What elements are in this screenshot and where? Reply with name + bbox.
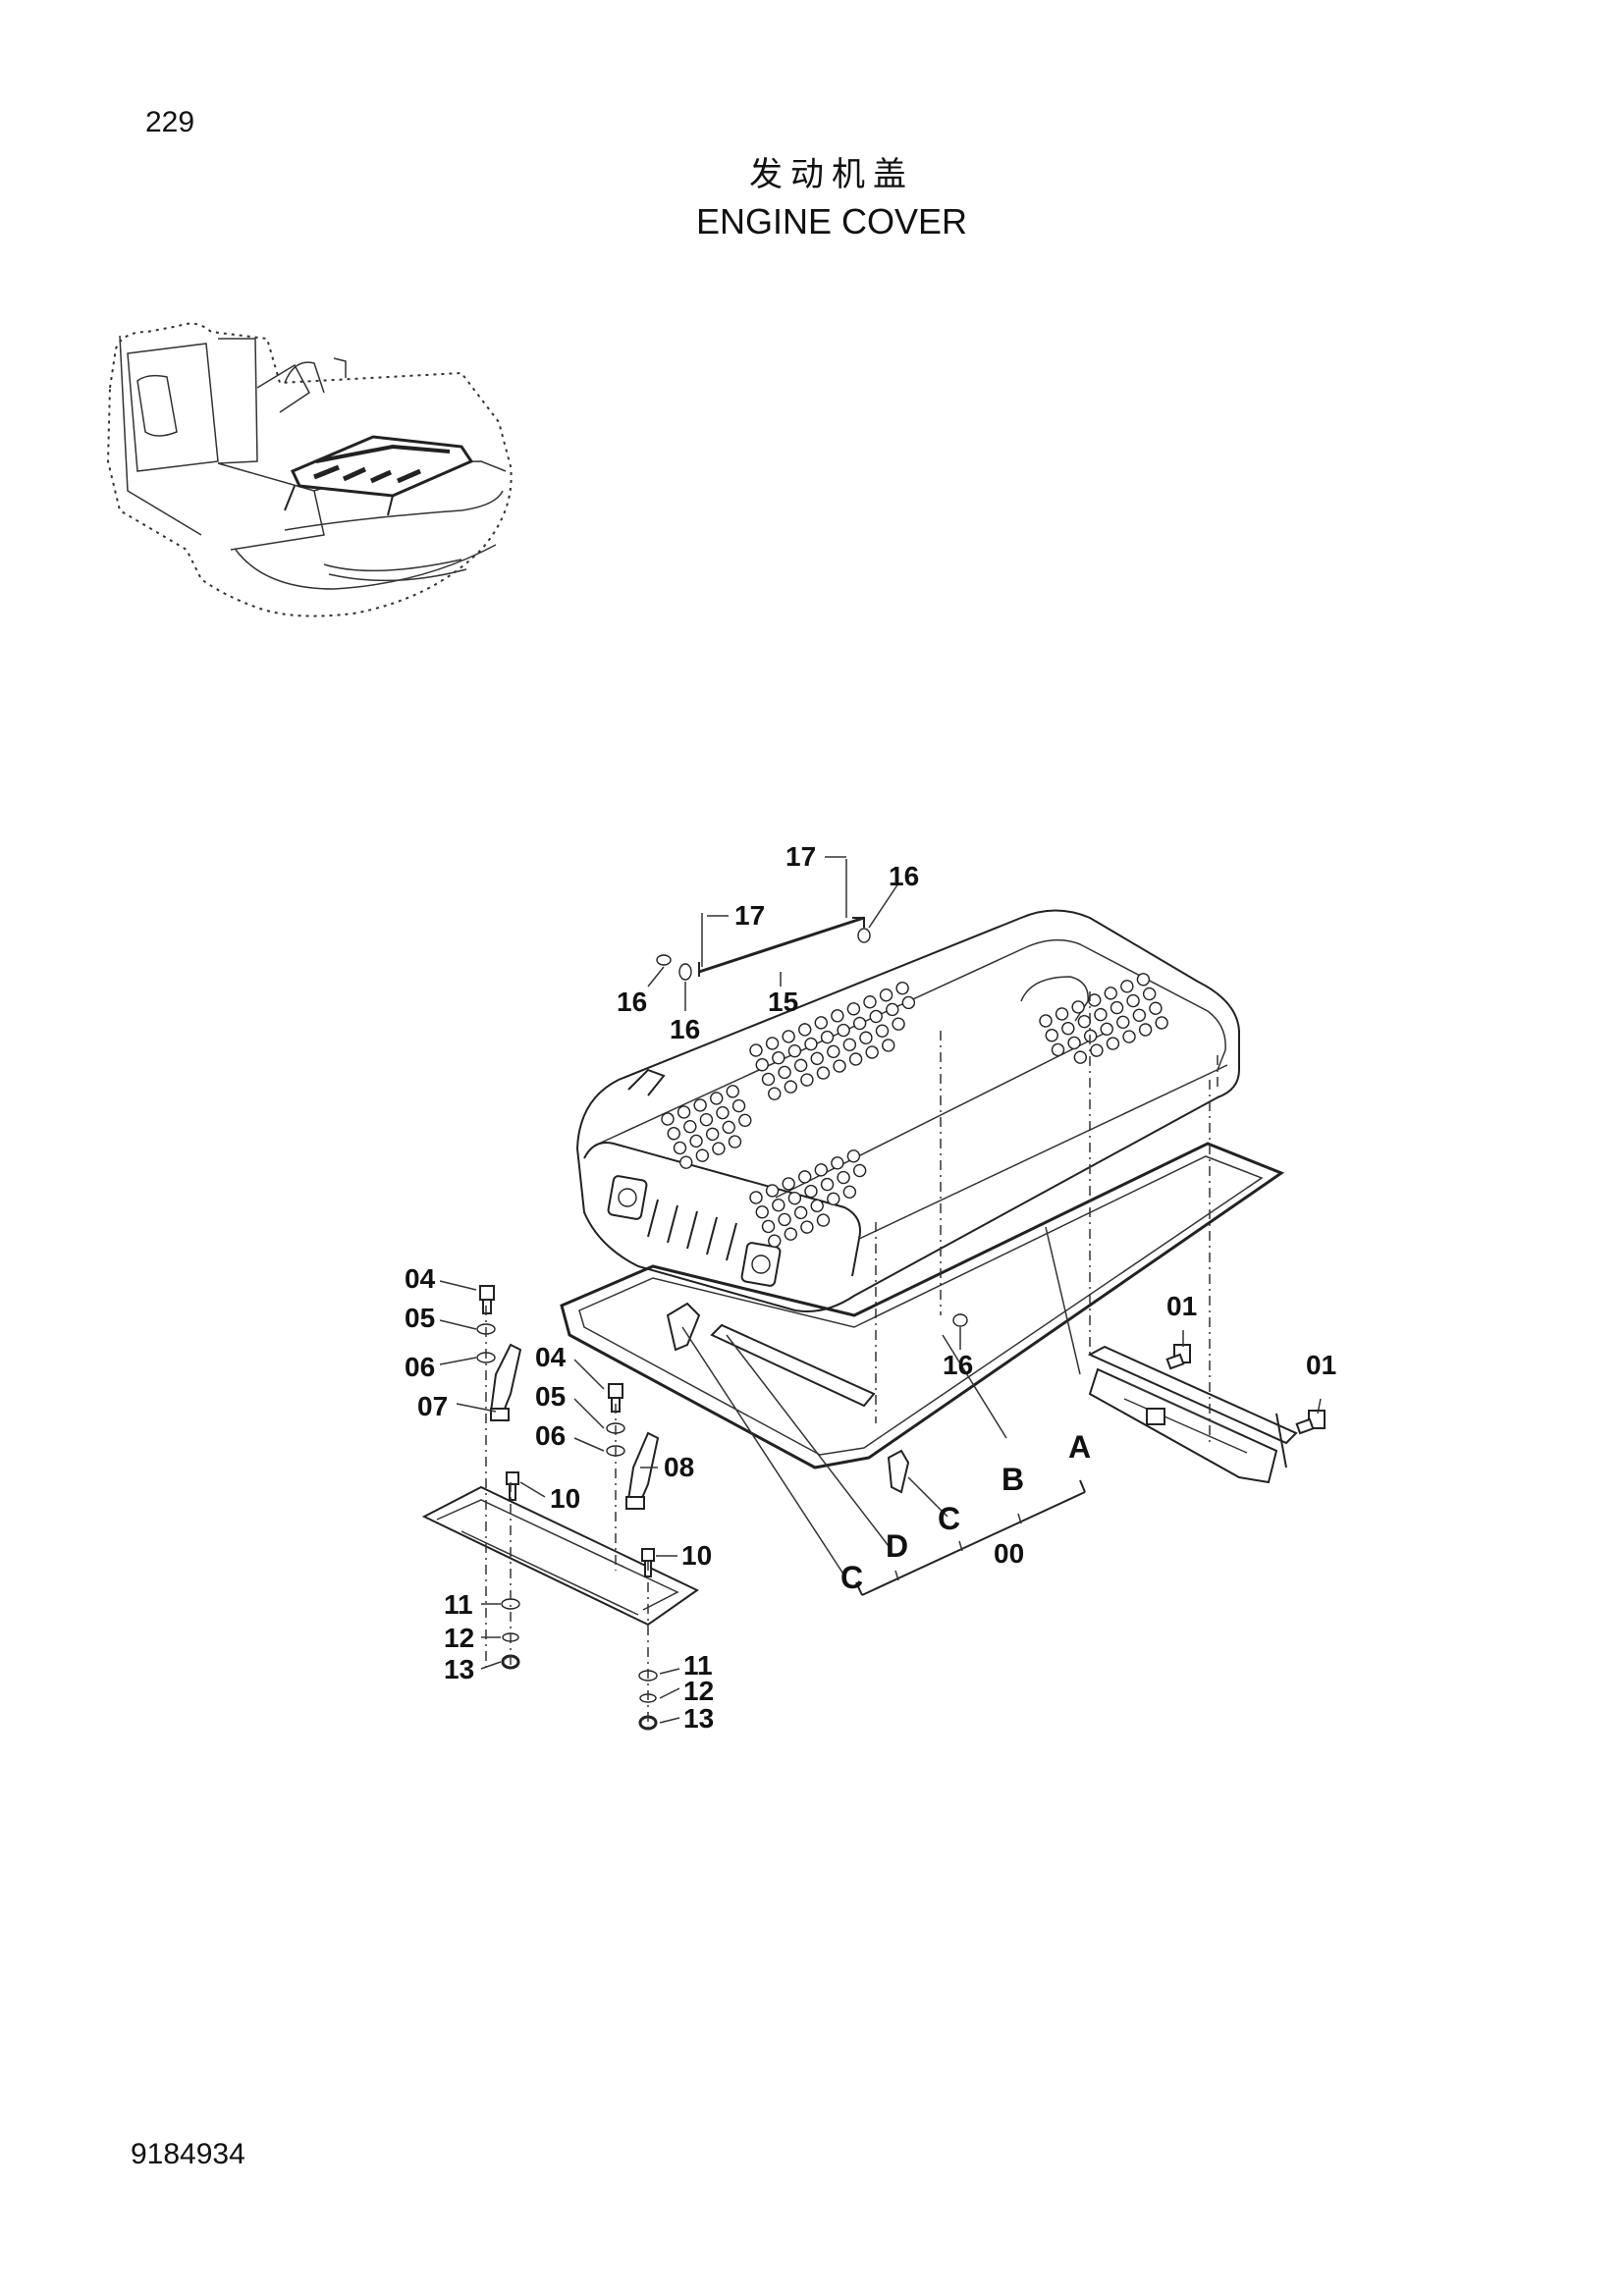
callout-15: 15 — [768, 987, 798, 1017]
callout-06a: 06 — [405, 1352, 435, 1382]
callout-06b: 06 — [535, 1420, 566, 1451]
callout-17a: 17 — [785, 841, 816, 872]
callout-10a: 10 — [550, 1483, 580, 1514]
callout-01b: 01 — [1306, 1350, 1336, 1380]
callout-13a: 13 — [444, 1654, 474, 1684]
stay-rod — [656, 859, 968, 1327]
callout-05b: 05 — [535, 1381, 566, 1412]
perforation-holes — [661, 973, 1168, 1248]
leader-lines — [439, 856, 1322, 1724]
callout-13b: 13 — [683, 1703, 714, 1734]
callout-12b: 12 — [683, 1676, 714, 1706]
callout-16b: 16 — [617, 987, 647, 1017]
callout-08: 08 — [664, 1452, 694, 1482]
page-number: 229 — [145, 106, 195, 138]
callout-labels: 17 17 16 16 16 15 16 04 05 06 07 04 05 0… — [405, 841, 1336, 1734]
excavator-location-thumbnail — [106, 322, 513, 617]
callout-C-right: C — [938, 1501, 960, 1536]
callout-16c: 16 — [670, 1014, 700, 1044]
callout-D: D — [886, 1528, 908, 1564]
callout-10b: 10 — [681, 1540, 712, 1571]
callout-12a: 12 — [444, 1623, 474, 1653]
title-chinese: 发动机盖 — [749, 155, 914, 194]
callout-B: B — [1001, 1462, 1024, 1497]
callout-04b: 04 — [535, 1342, 567, 1372]
callout-17b: 17 — [734, 900, 765, 931]
callout-01a: 01 — [1166, 1291, 1197, 1321]
callout-05a: 05 — [405, 1303, 435, 1333]
callout-16d: 16 — [943, 1350, 973, 1380]
callout-11b: 11 — [683, 1650, 713, 1681]
callout-00: 00 — [994, 1538, 1024, 1569]
right-hinge-bracket — [1087, 991, 1326, 1484]
callout-C-left: C — [840, 1560, 863, 1595]
callout-07: 07 — [417, 1391, 448, 1421]
engine-cover-assembly — [575, 909, 1240, 1312]
title-english: ENGINE COVER — [695, 201, 968, 241]
seal-frame — [560, 1142, 1285, 1494]
callout-A: A — [1068, 1429, 1091, 1465]
document-id: 9184934 — [131, 2138, 245, 2170]
cover-centerlines — [875, 1031, 942, 1423]
callout-11a: 11 — [444, 1589, 473, 1620]
callout-04a: 04 — [405, 1263, 436, 1294]
callout-16a: 16 — [889, 861, 919, 891]
left-latch-bracket — [421, 1285, 699, 1731]
